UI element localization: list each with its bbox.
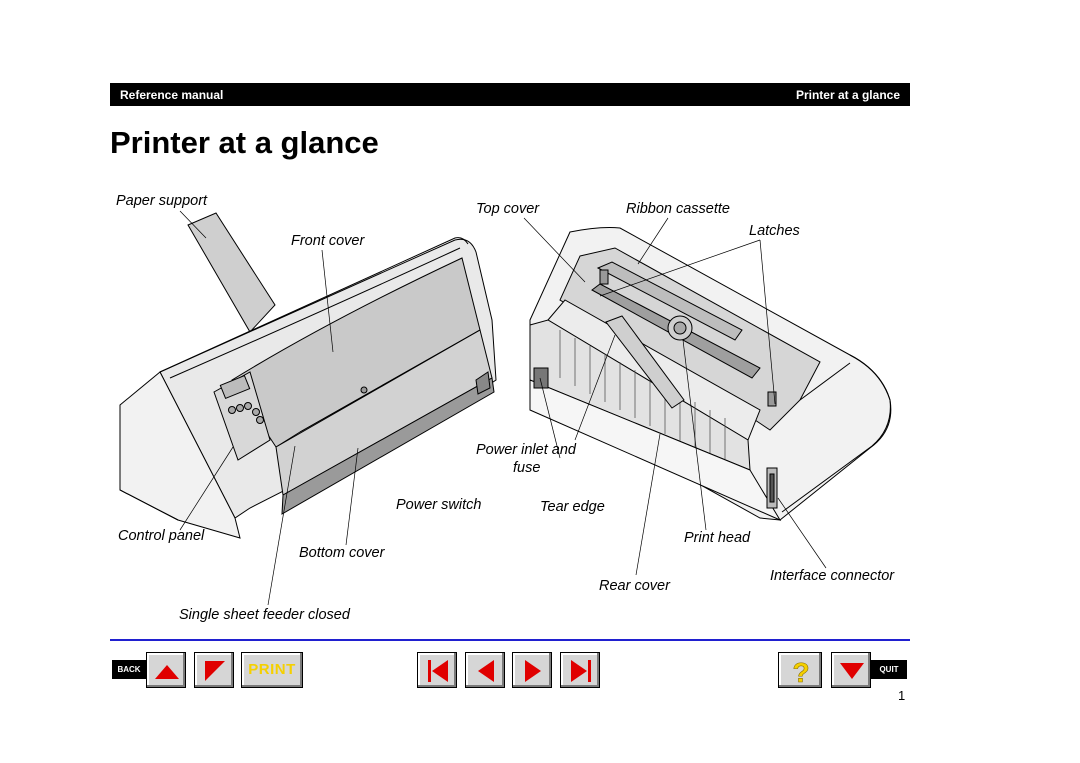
header-left-label: Reference manual [120, 88, 224, 102]
up-arrow-icon [155, 665, 179, 679]
callout-interface-connector: Interface connector [770, 568, 895, 584]
help-button[interactable]: ? [778, 652, 822, 688]
page-title: Printer at a glance [110, 125, 379, 160]
print-label: PRINT [248, 661, 296, 678]
last-page-icon [571, 660, 591, 682]
previous-view-button[interactable] [146, 652, 186, 688]
header-right-label: Printer at a glance [795, 88, 900, 102]
diagonal-arrow-icon [205, 661, 225, 681]
go-back-button[interactable] [194, 652, 234, 688]
callout-power-inlet-line2: fuse [513, 460, 541, 476]
callout-power-inlet-line1: Power inlet and [476, 442, 576, 458]
header-bar: Reference manual Printer at a glance [110, 83, 910, 106]
callout-latches: Latches [749, 223, 800, 239]
callout-leader-lines [179, 210, 827, 606]
next-view-button[interactable] [831, 652, 871, 688]
footer-rule [110, 639, 910, 641]
page-number: 1 [898, 688, 906, 703]
callout-rear-cover: Rear cover [599, 578, 670, 594]
previous-page-button[interactable] [465, 652, 505, 688]
callout-control-panel: Control panel [118, 528, 205, 544]
callout-print-head: Print head [684, 530, 751, 546]
right-printer-drawing [529, 227, 892, 522]
print-button[interactable]: PRINT [241, 652, 303, 688]
left-printer-drawing [119, 212, 497, 539]
previous-page-icon [478, 660, 494, 682]
callout-bottom-cover: Bottom cover [299, 545, 385, 561]
callout-paper-support: Paper support [116, 193, 208, 209]
callout-power-switch: Power switch [396, 497, 482, 513]
svg-text:?: ? [792, 657, 809, 688]
help-icon: ? [792, 657, 810, 689]
next-page-icon [525, 660, 541, 682]
down-arrow-icon [840, 663, 864, 679]
callout-top-cover: Top cover [476, 201, 540, 217]
quit-button[interactable]: QUIT [871, 660, 907, 679]
first-page-icon [428, 660, 448, 682]
last-page-button[interactable] [560, 652, 600, 688]
first-page-button[interactable] [417, 652, 457, 688]
callout-ribbon-cassette: Ribbon cassette [626, 201, 730, 217]
callout-single-sheet-feeder: Single sheet feeder closed [179, 607, 350, 623]
back-button[interactable]: BACK [112, 660, 146, 679]
next-page-button[interactable] [512, 652, 552, 688]
callout-front-cover: Front cover [291, 233, 365, 249]
callout-tear-edge: Tear edge [540, 499, 605, 515]
